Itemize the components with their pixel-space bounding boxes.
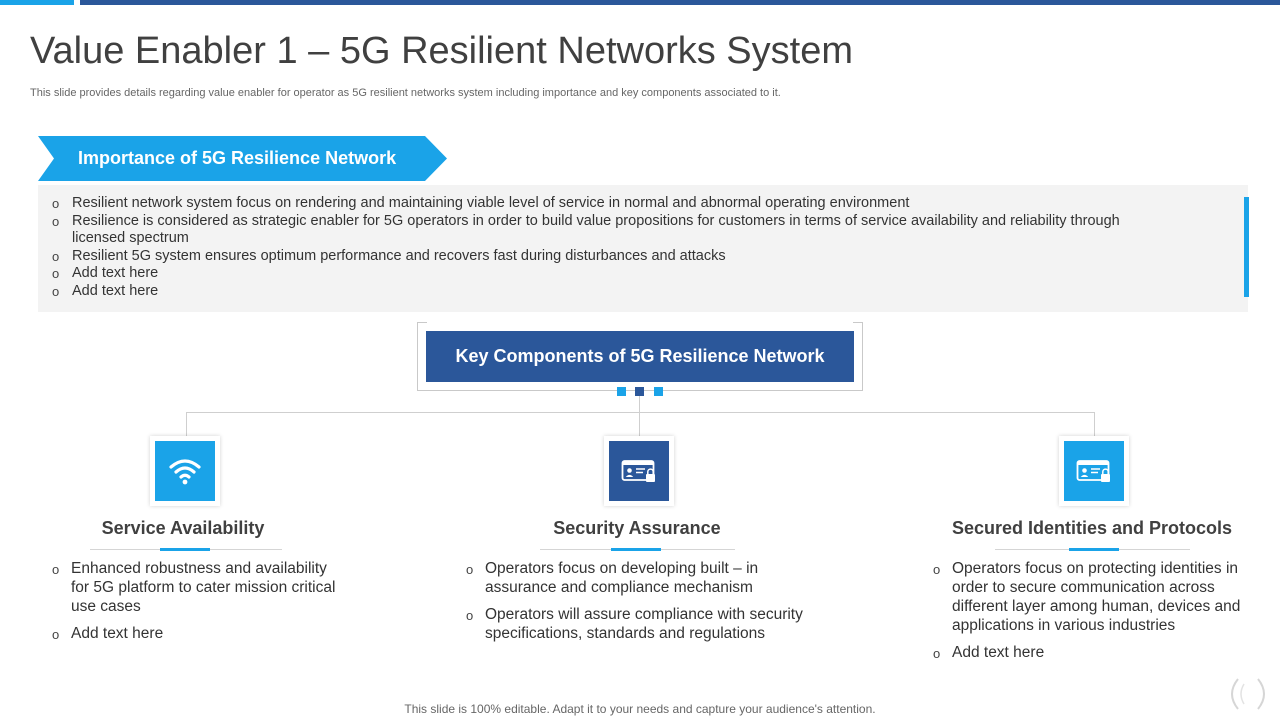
key-components-heading: Key Components of 5G Resilience Network — [455, 346, 825, 366]
column-list: o Operators focus on developing built – i… — [466, 559, 826, 651]
connector-horizontal — [186, 412, 1095, 413]
column-divider-accent — [1069, 548, 1119, 551]
column-title: Service Availability — [101, 518, 265, 538]
bullet-marker: o — [52, 266, 60, 281]
wifi-icon — [155, 441, 215, 501]
list-item: o Resilience is considered as strategic e… — [52, 213, 1142, 248]
banner-arrow-shape — [38, 136, 447, 181]
bullet-marker: o — [933, 646, 941, 661]
list-item: o Add text here — [933, 643, 1248, 662]
list-item-text: Add text here — [71, 625, 164, 642]
importance-banner: Importance of 5G Resilience Network — [38, 136, 448, 181]
list-item-text: Add text here — [72, 265, 159, 281]
bullet-marker: o — [466, 562, 474, 577]
bullet-marker: o — [52, 248, 60, 264]
bullet-marker: o — [52, 627, 60, 642]
service-availability-icon-tile — [150, 436, 220, 506]
list-item: o Operators will assure compliance with s… — [466, 605, 826, 643]
list-item: o Enhanced robustness and availability fo… — [52, 559, 337, 616]
key-components-banner: Key Components of 5G Resilience Network — [426, 331, 854, 382]
bullet-marker: o — [52, 562, 60, 577]
list-item: o Resilient network system focus on rende… — [52, 195, 1142, 213]
list-item: o Operators focus on developing built – i… — [466, 559, 826, 597]
column-title: Security Assurance — [553, 518, 721, 538]
id-card-lock-icon — [1064, 441, 1124, 501]
column-list: o Operators focus on protecting identitie… — [933, 559, 1248, 670]
list-item-text: Operators will assure compliance with se… — [485, 606, 803, 642]
list-item: o Resilient 5G system ensures optimum per… — [52, 248, 1142, 266]
list-item-text: Enhanced robustness and availability for… — [71, 560, 336, 615]
column-divider-accent — [611, 548, 661, 551]
slide-title: Value Enabler 1 – 5G Resilient Networks … — [30, 30, 853, 72]
list-item: o Add text here — [52, 624, 337, 643]
bullet-marker: o — [933, 562, 941, 577]
top-accent-bar-light — [0, 0, 74, 5]
list-item: o Add text here — [52, 283, 1142, 301]
importance-heading: Importance of 5G Resilience Network — [78, 148, 397, 168]
column-list: o Enhanced robustness and availability fo… — [52, 559, 337, 651]
top-accent-bar-dark — [80, 0, 1280, 5]
bullet-marker: o — [52, 213, 60, 229]
list-item: o Operators focus on protecting identitie… — [933, 559, 1248, 635]
list-item-text: Add text here — [72, 282, 159, 299]
list-item-text: Operators focus on protecting identities… — [952, 560, 1241, 634]
connector-left-drop — [186, 412, 187, 438]
list-item-text: Resilient network system focus on render… — [72, 195, 910, 211]
connector-right-drop — [1094, 412, 1095, 438]
importance-list: o Resilient network system focus on rende… — [52, 195, 1142, 300]
list-item-text: Resilient 5G system ensures optimum perf… — [72, 247, 726, 264]
slide-subtitle: This slide provides details regarding va… — [30, 87, 781, 99]
list-item-text: Operators focus on developing built – in… — [485, 560, 759, 596]
importance-accent-bar — [1244, 197, 1249, 297]
list-item: o Add text here — [52, 265, 1142, 283]
logo-watermark — [1224, 674, 1272, 719]
list-item-text: Resilience is considered as strategic en… — [72, 212, 1120, 247]
bullet-marker: o — [52, 196, 60, 211]
list-item-text: Add text here — [952, 644, 1045, 661]
bullet-marker: o — [52, 283, 60, 299]
connector-stem — [639, 392, 640, 438]
secured-identities-icon-tile — [1059, 436, 1129, 506]
decor-square — [654, 387, 663, 396]
column-divider-accent — [160, 548, 210, 551]
footer-note: This slide is 100% editable. Adapt it to… — [404, 702, 876, 716]
bullet-marker: o — [466, 608, 474, 623]
importance-panel — [38, 185, 1248, 312]
security-assurance-icon-tile — [604, 436, 674, 506]
key-components-frame-notch — [427, 322, 853, 330]
decor-square — [617, 387, 626, 396]
id-card-lock-icon — [609, 441, 669, 501]
column-title: Secured Identities and Protocols — [951, 518, 1233, 538]
decor-square — [635, 387, 644, 396]
